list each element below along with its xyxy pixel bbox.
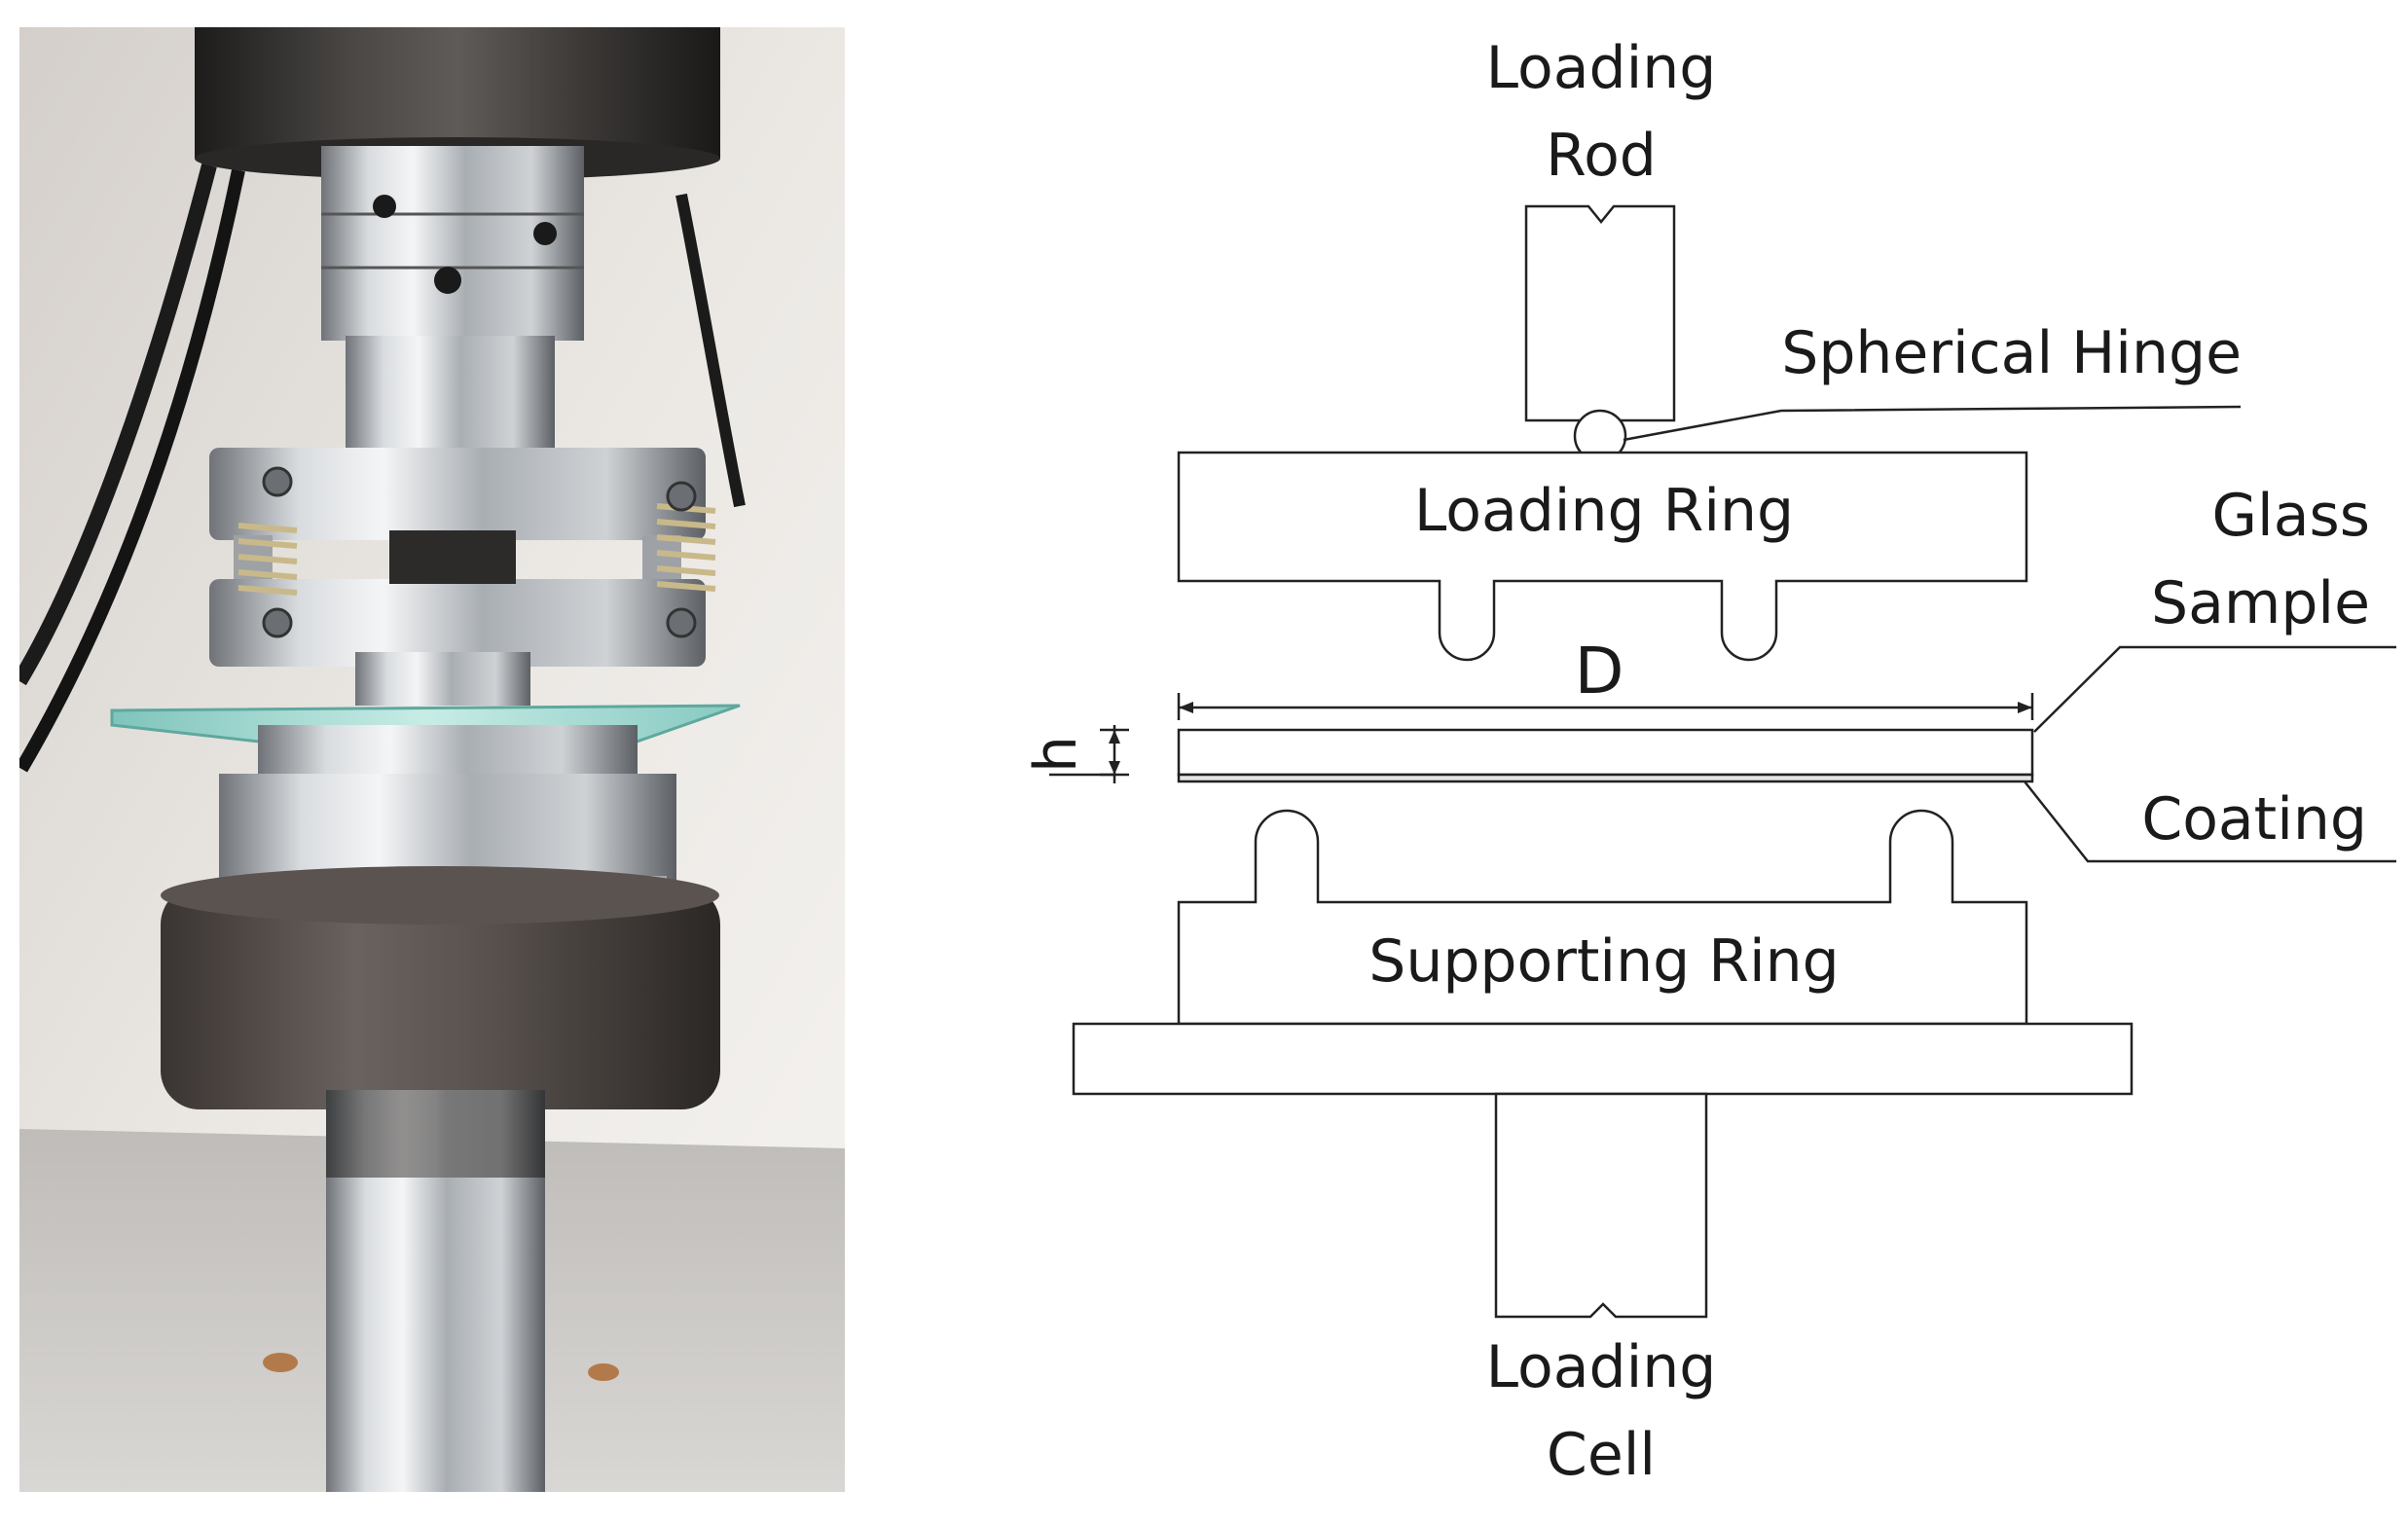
label-diameter: D [1575, 634, 1624, 708]
loading-cell [1494, 1092, 1708, 1319]
loading-ring-plate-top [209, 448, 706, 540]
label-thickness: h [1022, 736, 1090, 773]
glass-sample [1177, 728, 2034, 777]
coating-layer [1177, 773, 2034, 783]
floor-screw [588, 1363, 619, 1381]
label-glass-sample-2: Sample [2151, 569, 2370, 637]
label-loading-rod-1: Loading [1486, 34, 1717, 102]
supporting-ring-body [219, 774, 676, 881]
inner-hub [389, 530, 516, 584]
loading-ring [1177, 451, 2028, 662]
screw [262, 466, 293, 497]
label-coating: Coating [2141, 785, 2367, 853]
upper-shaft [346, 336, 555, 462]
base-disc [161, 886, 720, 1109]
cable [19, 163, 217, 686]
label-loading-ring: Loading Ring [1414, 477, 1794, 545]
loading-ring-plate-bottom [209, 579, 706, 667]
spring-left [237, 523, 298, 596]
label-loading-cell-1: Loading [1486, 1333, 1717, 1401]
test-rig-photo [19, 27, 845, 1492]
cable [675, 193, 746, 508]
loading-ring-tip [355, 652, 530, 706]
floor-screw [263, 1353, 298, 1372]
supporting-ring [1177, 809, 2028, 1026]
spring-right [656, 503, 716, 592]
bolt-hole [434, 267, 461, 294]
label-supporting-ring: Supporting Ring [1368, 927, 1840, 996]
schematic-labels: Loading Rod Spherical Hinge Loading Ring… [1022, 34, 2370, 1489]
label-loading-cell-2: Cell [1547, 1421, 1656, 1489]
base-plate [1072, 1022, 2134, 1096]
glass-sample-leader [2033, 645, 2396, 733]
label-glass-sample-1: Glass [2212, 482, 2370, 550]
label-spherical-hinge: Spherical Hinge [1781, 319, 2242, 387]
screw [666, 607, 697, 638]
spherical-hinge-leader [1623, 405, 2242, 442]
bolt-hole [373, 195, 396, 218]
coating-leader [2024, 781, 2396, 863]
top-housing [195, 27, 720, 159]
cable [19, 168, 245, 773]
screw [262, 607, 293, 638]
bolt-hole [533, 222, 557, 245]
schematic [1049, 204, 2396, 1319]
loading-rod [1524, 204, 1676, 422]
screw [666, 481, 697, 512]
label-loading-rod-2: Rod [1546, 122, 1657, 190]
